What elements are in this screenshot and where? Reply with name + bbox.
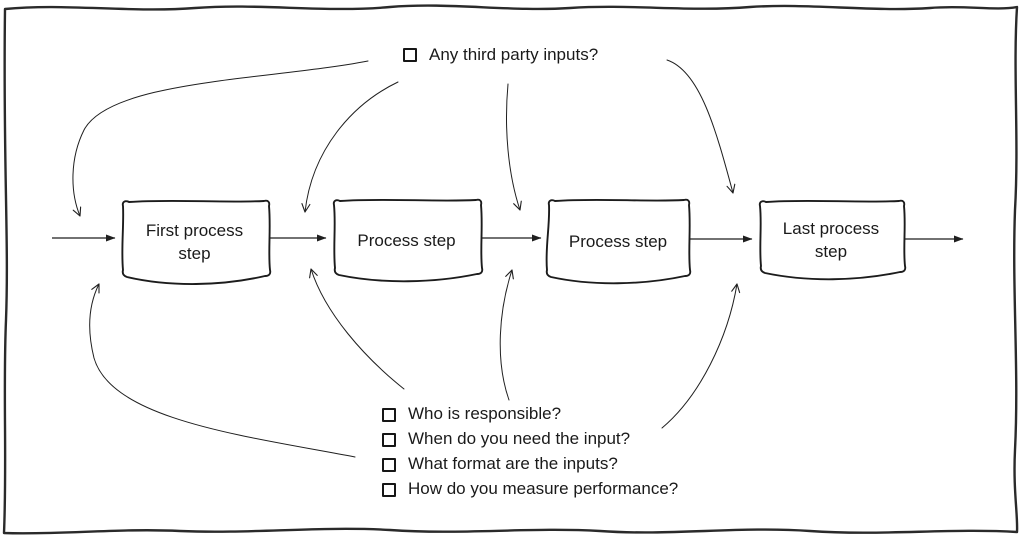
checkbox-icon [382, 408, 396, 422]
connector-arrows [52, 234, 964, 243]
process-box-4-outline [758, 199, 907, 281]
annotation-arrow-top-to-gap2 [506, 83, 522, 211]
checkbox-icon [403, 48, 417, 62]
annotation-arrow-top-to-input [72, 60, 369, 217]
checkbox-icon [382, 483, 396, 497]
process-step-2-label: Process step [357, 230, 456, 250]
process-step-4-label: Last process step [782, 219, 880, 261]
annotation-arrows-top [72, 59, 736, 217]
bottom-question-text-1: Who is responsible? [408, 404, 562, 423]
annotation-arrow-top-to-gap1 [301, 81, 399, 213]
process-box-1-outline [121, 199, 272, 285]
process-step-3-label: Process step [568, 231, 668, 251]
annotation-arrow-bottom-to-gap3 [661, 283, 741, 429]
annotation-arrow-bottom-to-step1 [89, 283, 356, 458]
bottom-question-text-2: When do you need the input? [408, 429, 631, 448]
process-step-2: Process step [333, 200, 480, 280]
process-step-1-label: First process step [145, 221, 244, 263]
process-step-3: Process step [548, 200, 688, 282]
annotation-arrow-bottom-to-gap2 [499, 269, 514, 401]
process-step-4: Last process step [759, 201, 903, 279]
bottom-question-text-4: How do you measure performance? [408, 479, 679, 498]
bottom-question-text-3: What format are the inputs? [408, 454, 618, 473]
process-box-3-outline [545, 198, 692, 285]
list-item: When do you need the input? [382, 427, 678, 451]
annotation-arrows-bottom [89, 268, 741, 458]
list-item: How do you measure performance? [382, 477, 678, 501]
process-box-outlines [121, 198, 907, 285]
process-step-1: First process step [121, 201, 268, 283]
checkbox-icon [382, 458, 396, 472]
hand-drawn-border [2, 4, 1019, 535]
list-item: What format are the inputs? [382, 452, 678, 476]
annotation-arrow-bottom-to-gap1 [309, 268, 405, 390]
top-question-text: Any third party inputs? [429, 45, 599, 64]
process-box-2-outline [332, 198, 484, 283]
annotation-arrow-top-to-gap3 [666, 59, 736, 194]
list-item: Who is responsible? [382, 402, 678, 426]
top-question: Any third party inputs? [403, 44, 598, 66]
bottom-question-list: Who is responsible? When do you need the… [382, 402, 678, 502]
checkbox-icon [382, 433, 396, 447]
